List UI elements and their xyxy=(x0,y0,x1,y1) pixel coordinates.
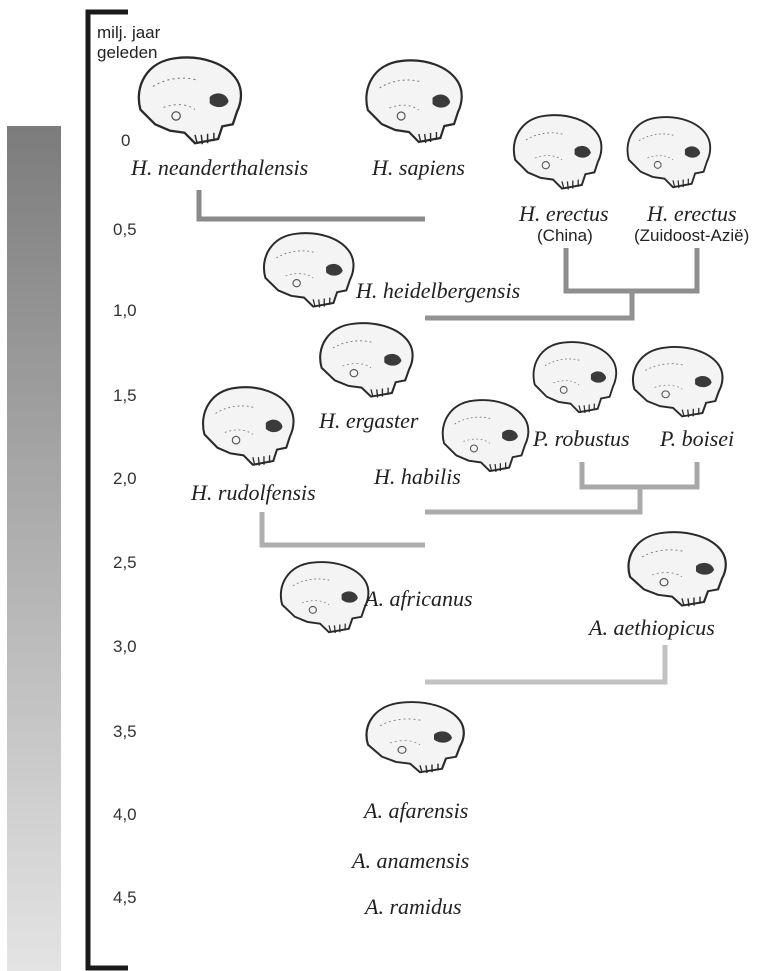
skull-icon-sapiens xyxy=(366,60,461,143)
label-afarensis: A. afarensis xyxy=(364,800,468,822)
skull-icon-neanderthalensis xyxy=(139,57,241,144)
axis-tick-label: 3,5 xyxy=(113,723,137,740)
skull-icon-africanus xyxy=(281,562,369,633)
time-axis-bracket xyxy=(88,12,128,968)
axis-tick-label: 4,5 xyxy=(113,889,137,906)
label-rudolfensis: H. rudolfensis xyxy=(191,482,316,504)
label-boisei: P. boisei xyxy=(660,428,734,450)
label-sapiens: H. sapiens xyxy=(372,157,465,179)
skull-icon-habilis xyxy=(443,400,529,472)
label-robustus: P. robustus xyxy=(533,428,630,450)
axis-tick-label: 1,0 xyxy=(113,302,137,319)
skull-icon-heidelbergensis xyxy=(264,233,354,307)
skull-icon-ergaster xyxy=(320,323,412,397)
label-heidelbergensis: H. heidelbergensis xyxy=(356,280,520,302)
axis-tick-label: 2,0 xyxy=(113,470,137,487)
axis-unit-line2: geleden xyxy=(97,44,158,63)
axis-tick-label: 0 xyxy=(121,132,130,149)
label-erectus-china-region: (China) xyxy=(537,227,593,244)
label-anamensis: A. anamensis xyxy=(352,850,469,872)
label-aethiopicus: A. aethiopicus xyxy=(589,617,715,639)
label-neanderthalensis: H. neanderthalensis xyxy=(131,157,308,179)
time-gradient-bar xyxy=(7,126,61,971)
skull-icon-erectus-china xyxy=(514,115,602,189)
skull-icon-erectus-sea xyxy=(628,117,711,188)
skull-icon-robustus xyxy=(534,342,617,413)
skull-icon-rudolfensis xyxy=(203,387,293,465)
axis-tick-label: 4,0 xyxy=(113,806,137,823)
axis-unit-line1: milj. jaar xyxy=(97,24,160,43)
label-ergaster: H. ergaster xyxy=(319,410,418,432)
skull-icon-aethiopicus xyxy=(628,532,725,606)
label-erectus-sea-region: (Zuidoost-Azië) xyxy=(634,227,749,244)
label-ramidus: A. ramidus xyxy=(365,896,462,918)
branch-aethiopicus xyxy=(425,645,665,682)
skull-icon-afarensis xyxy=(366,702,463,773)
axis-tick-label: 2,5 xyxy=(113,554,137,571)
axis-tick-label: 1,5 xyxy=(113,387,137,404)
label-erectus-china: H. erectus xyxy=(519,203,609,225)
branch-neanderthalensis xyxy=(199,190,425,219)
label-habilis: H. habilis xyxy=(374,466,461,488)
skull-icon-boisei xyxy=(633,347,723,417)
branch-paranthropus-pair xyxy=(582,462,697,487)
branch-paranthropus xyxy=(425,487,640,512)
axis-tick-label: 0,5 xyxy=(113,221,137,238)
label-erectus-sea: H. erectus xyxy=(647,203,737,225)
label-africanus: A. africanus xyxy=(365,588,473,610)
axis-tick-label: 3,0 xyxy=(113,638,137,655)
branch-rudolfensis xyxy=(262,512,425,545)
branch-erectus-pair xyxy=(566,248,697,291)
